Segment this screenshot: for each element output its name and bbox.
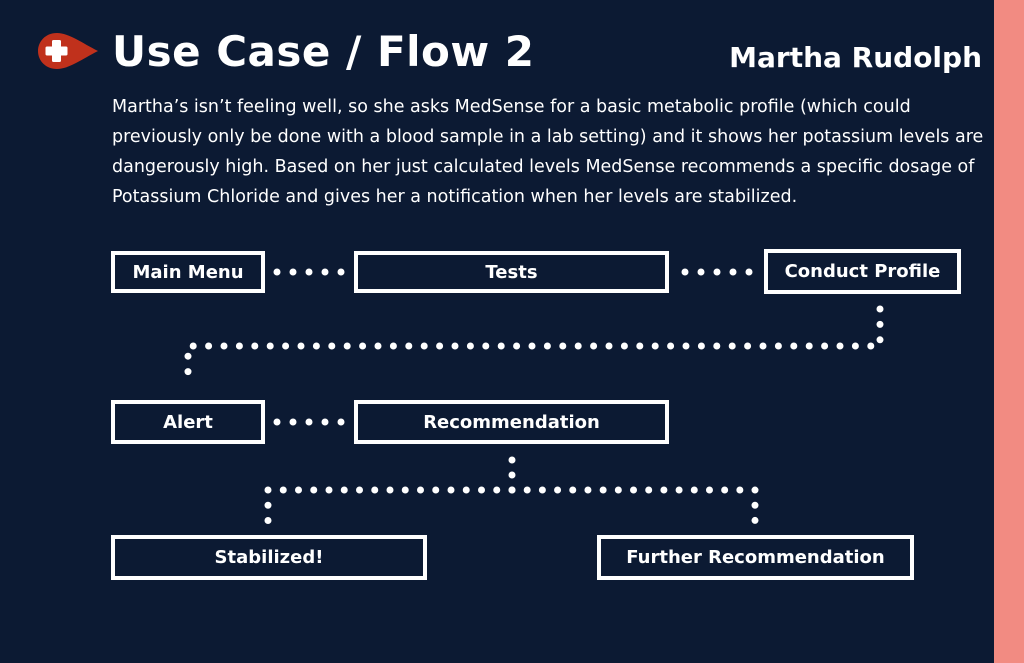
accent-side-strip [994, 0, 1024, 663]
flow-box-alert: Alert [111, 400, 265, 444]
flow-box-conduct-profile: Conduct Profile [764, 249, 961, 294]
flow-box-further-recommendation: Further Recommendation [597, 535, 914, 580]
flow-box-tests: Tests [354, 251, 669, 293]
flow-box-label: Recommendation [423, 411, 600, 433]
flow-box-label: Conduct Profile [784, 261, 941, 282]
flow-box-recommendation: Recommendation [354, 400, 669, 444]
flow-box-label: Main Menu [132, 261, 244, 283]
use-case-description: Martha’s isn’t feeling well, so she asks… [112, 97, 984, 207]
flow-box-stabilized: Stabilized! [111, 535, 427, 580]
connector-split-further [508, 486, 759, 526]
flow-box-main-menu: Main Menu [111, 251, 265, 293]
flow-box-label: Further Recommendation [626, 547, 885, 568]
connector-split-stabilized [264, 486, 516, 526]
page-title: Use Case / Flow 2 [112, 27, 535, 76]
author-name: Martha Rudolph [729, 41, 982, 74]
flow-box-label: Stabilized! [214, 547, 324, 568]
connector-profile-alert [184, 305, 884, 390]
flow-box-label: Tests [485, 261, 538, 283]
flow-box-label: Alert [163, 411, 213, 433]
medical-cross-pin-icon [38, 33, 98, 69]
